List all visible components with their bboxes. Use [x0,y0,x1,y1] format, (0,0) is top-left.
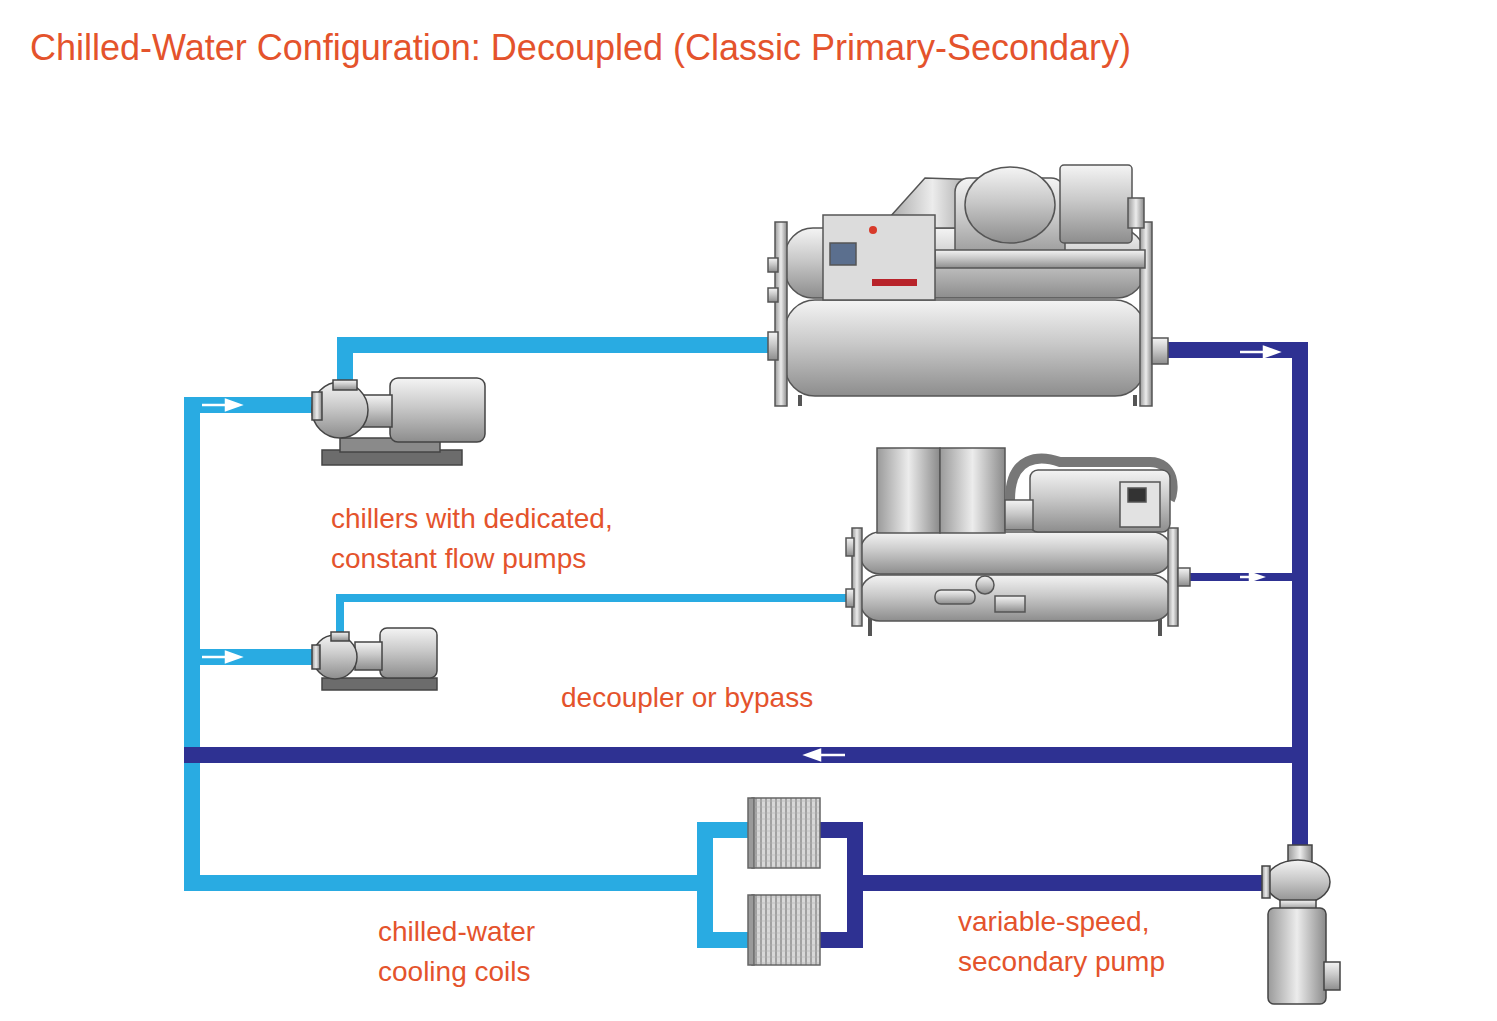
screw-chiller [940,448,1005,533]
centrifugal-chiller [768,165,1168,406]
screw-chiller [1178,568,1190,586]
screw-chiller [846,589,854,607]
primary-pump [380,628,437,678]
centrifugal-chiller [768,288,778,302]
screw-chiller [860,575,1172,621]
centrifugal-chiller [823,215,935,300]
component-label: variable-speed, secondary pump [958,902,1248,982]
primary-pump [312,392,322,420]
secondary-pump [1262,866,1270,898]
screw-chiller [846,538,854,556]
flow-arrow [1240,351,1266,354]
supply-piping-small [1180,573,1300,581]
screw-chiller [1128,488,1146,502]
flow-arrow [202,347,1278,760]
screw-chiller [868,618,872,636]
return-piping [184,875,705,891]
supply-piping-small [1180,573,1300,581]
cooling-coil [748,798,820,965]
screw-chiller [935,590,975,604]
primary-pump [333,380,357,390]
component-label: chillers with dedicated, constant flow p… [331,499,721,579]
centrifugal-chiller [798,395,802,406]
screw-chiller [995,596,1025,612]
primary-pump [355,642,382,670]
primary-pump [331,632,349,641]
flow-arrow [202,656,228,659]
secondary-pump [1262,845,1340,1004]
flow-arrow [1250,573,1262,581]
centrifugal-chiller [785,300,1145,396]
screw-chiller [860,532,1172,574]
screw-chiller [877,448,940,533]
flow-arrow [202,404,228,407]
flow-arrow [226,400,240,410]
flow-arrow [226,652,240,662]
cooling-coil [748,895,754,965]
centrifugal-chiller [768,258,778,272]
centrifugal-chiller [1152,338,1168,364]
screw-chiller [846,448,1190,636]
supply-piping [184,747,1308,763]
primary-pump [312,628,437,690]
diagram-title: Chilled-Water Configuration: Decoupled (… [30,26,1480,70]
supply-piping [184,350,1308,940]
secondary-pump [1268,908,1326,1004]
flow-arrow [818,754,845,757]
return-piping [184,405,200,890]
supply-piping [855,875,1265,891]
centrifugal-chiller [1128,198,1144,228]
primary-pump [390,378,485,442]
centrifugal-chiller [935,250,1145,268]
flow-arrow [1264,347,1278,357]
cooling-coil [752,798,820,868]
screw-chiller [1030,470,1170,532]
centrifugal-chiller [872,279,917,286]
screw-chiller [976,576,994,594]
secondary-pump [1324,962,1340,990]
component-label: chilled-water cooling coils [378,912,618,992]
component-label: decoupler or bypass [561,678,961,718]
secondary-pump [1266,860,1330,904]
primary-pump [312,378,485,465]
centrifugal-chiller [830,243,856,265]
centrifugal-chiller [965,167,1055,243]
screw-chiller [1120,482,1160,527]
supply-piping [815,830,855,940]
screw-chiller [1168,528,1178,626]
centrifugal-chiller [1133,395,1137,406]
primary-pump [322,678,437,690]
cooling-coil [752,895,820,965]
centrifugal-chiller [1060,165,1132,243]
return-piping [184,397,316,413]
primary-pump [312,645,320,669]
cooling-coil [748,798,754,868]
centrifugal-chiller [768,332,778,360]
flow-arrow [806,750,820,760]
return-piping [184,649,316,665]
centrifugal-chiller [775,222,787,406]
centrifugal-chiller [869,226,877,234]
return-piping [184,345,775,940]
supply-piping [1165,350,1300,850]
screw-chiller [1005,500,1033,530]
